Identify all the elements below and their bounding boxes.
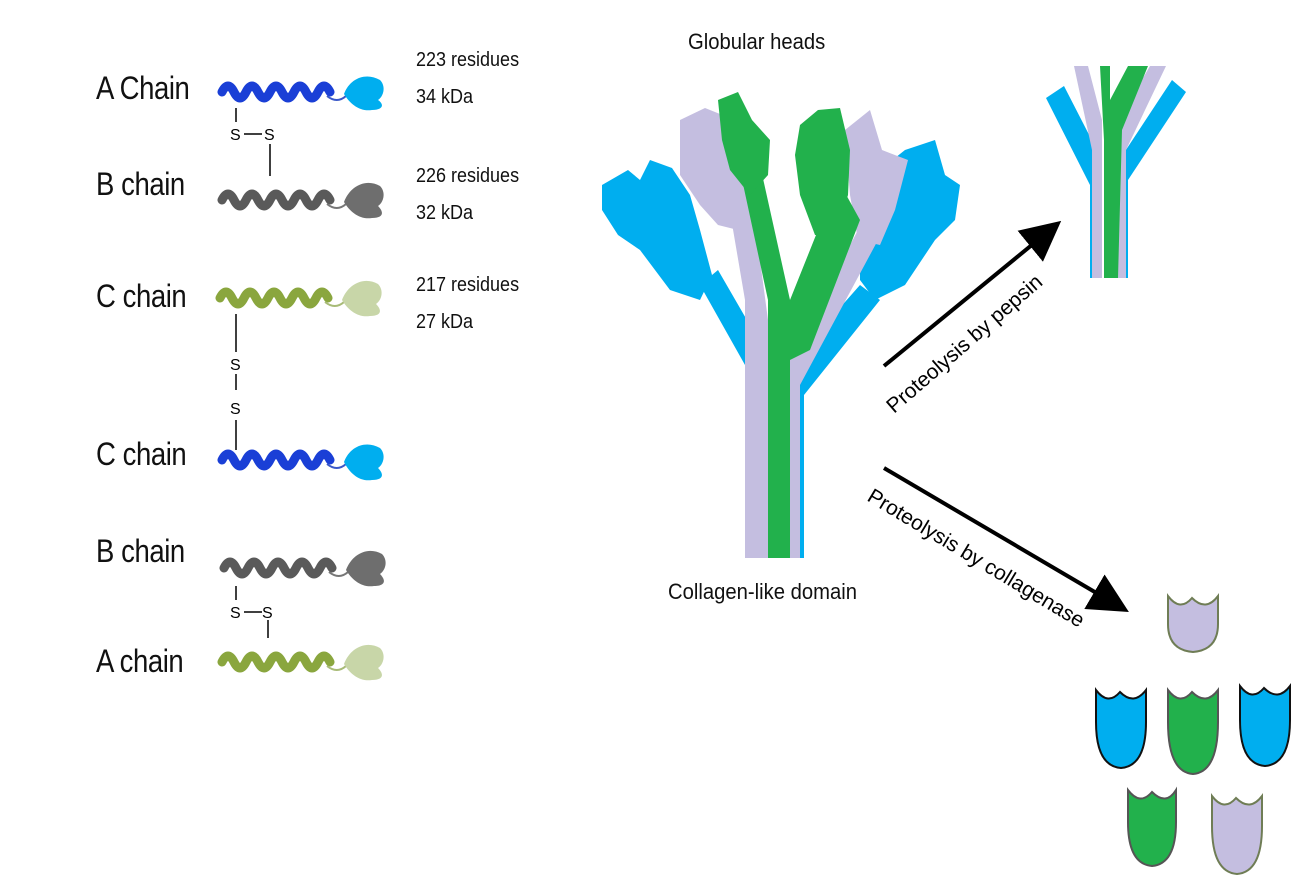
cup-blue-right	[1239, 683, 1291, 768]
pepsin-product	[1046, 66, 1186, 278]
head-b1	[344, 182, 384, 219]
pepsin-lavender-left	[1074, 66, 1102, 278]
sulfur-label-5: S	[230, 605, 241, 622]
mass-a: 34 kDa	[416, 86, 474, 108]
left-blue-head	[602, 160, 712, 300]
globular-heads-label: Globular heads	[688, 29, 826, 54]
cup-green-bottom	[1127, 786, 1177, 868]
collagenase-arrow	[882, 466, 1129, 613]
head-b2	[346, 550, 386, 587]
pepsin-label: Proteolysis by pepsin	[882, 270, 1047, 418]
helix-b1	[217, 189, 347, 211]
head-a1	[344, 76, 384, 111]
chain-label-a2: A chain	[96, 643, 184, 679]
cup-blue-left	[1095, 687, 1147, 770]
pepsin-arrow	[882, 220, 1062, 368]
pepsin-green	[1100, 66, 1148, 278]
right-lavender-arm	[790, 230, 878, 558]
cup-lavender-bottom	[1211, 793, 1263, 876]
cup-green-middle	[1167, 687, 1219, 776]
helix-a2	[217, 651, 347, 673]
chain-label-b2: B chain	[96, 533, 185, 569]
helix-c2	[217, 449, 347, 471]
collagen-trimer	[602, 92, 960, 558]
disulfide-bond-ab	[235, 108, 271, 176]
disulfide-bond-ba	[235, 586, 269, 638]
helix-a1	[217, 81, 347, 103]
residues-b: 226 residues	[416, 165, 520, 187]
head-a2	[344, 644, 384, 681]
sulfur-label-6: S	[262, 605, 273, 622]
left-green-head	[718, 92, 770, 195]
pepsin-blue-left	[1046, 86, 1102, 278]
residues-a: 223 residues	[416, 49, 520, 71]
sulfur-label-1: S	[230, 127, 241, 144]
right-lavender-head	[845, 110, 908, 245]
right-green-arm	[790, 180, 860, 360]
mass-c: 27 kDa	[416, 311, 474, 333]
chain-label-c1: C chain	[96, 278, 187, 314]
pepsin-lavender-right	[1118, 66, 1166, 278]
helix-c1	[215, 287, 345, 309]
sulfur-label-3: S	[230, 357, 241, 374]
residues-c: 217 residues	[416, 274, 520, 296]
left-lavender-arm	[728, 200, 768, 558]
helix-b2	[219, 557, 349, 579]
sulfur-label-4: S	[230, 401, 241, 418]
collagen-domain-label: Collagen-like domain	[668, 579, 858, 604]
sulfur-label-2: S	[264, 127, 275, 144]
mass-b: 32 kDa	[416, 202, 474, 224]
right-green-head	[795, 108, 850, 235]
collagenase-products	[1095, 593, 1291, 876]
left-green-arm	[740, 165, 790, 558]
chain-label-b1: B chain	[96, 166, 185, 202]
chain-label-a1: A Chain	[96, 70, 190, 106]
collagenase-label: Proteolysis by collagenase	[863, 485, 1088, 633]
head-c2	[344, 444, 384, 481]
cup-lavender-top	[1167, 593, 1219, 654]
chain-label-c2: C chain	[96, 436, 187, 472]
head-c1	[342, 280, 382, 317]
